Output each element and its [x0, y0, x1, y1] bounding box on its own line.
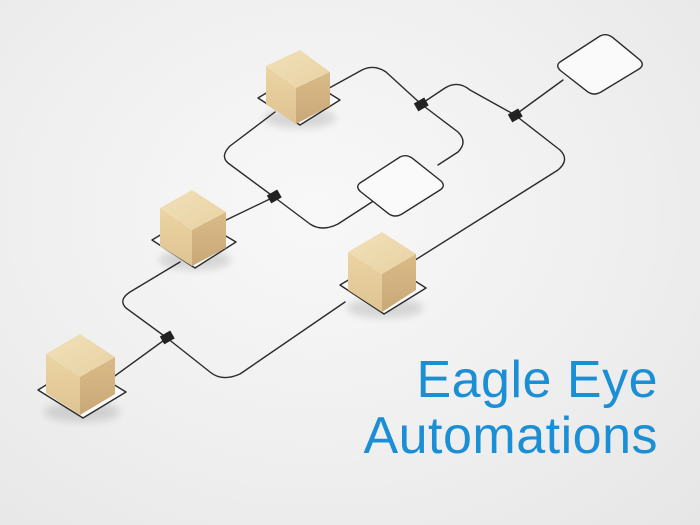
junction-nodes [159, 97, 523, 345]
wooden-cube [37, 334, 127, 422]
headline: Eagle Eye Automations [363, 352, 658, 464]
wooden-cube [257, 50, 341, 128]
wooden-cube [339, 232, 427, 318]
node-marker [266, 189, 282, 204]
node-marker [507, 108, 523, 123]
headline-line-1: Eagle Eye [416, 351, 658, 409]
node-marker [159, 330, 175, 345]
empty-tile [357, 155, 444, 217]
node-marker [413, 97, 429, 112]
empty-tile [557, 34, 643, 95]
wooden-cube [151, 190, 237, 270]
connector-lines [111, 66, 566, 379]
headline-line-2: Automations [363, 407, 658, 466]
